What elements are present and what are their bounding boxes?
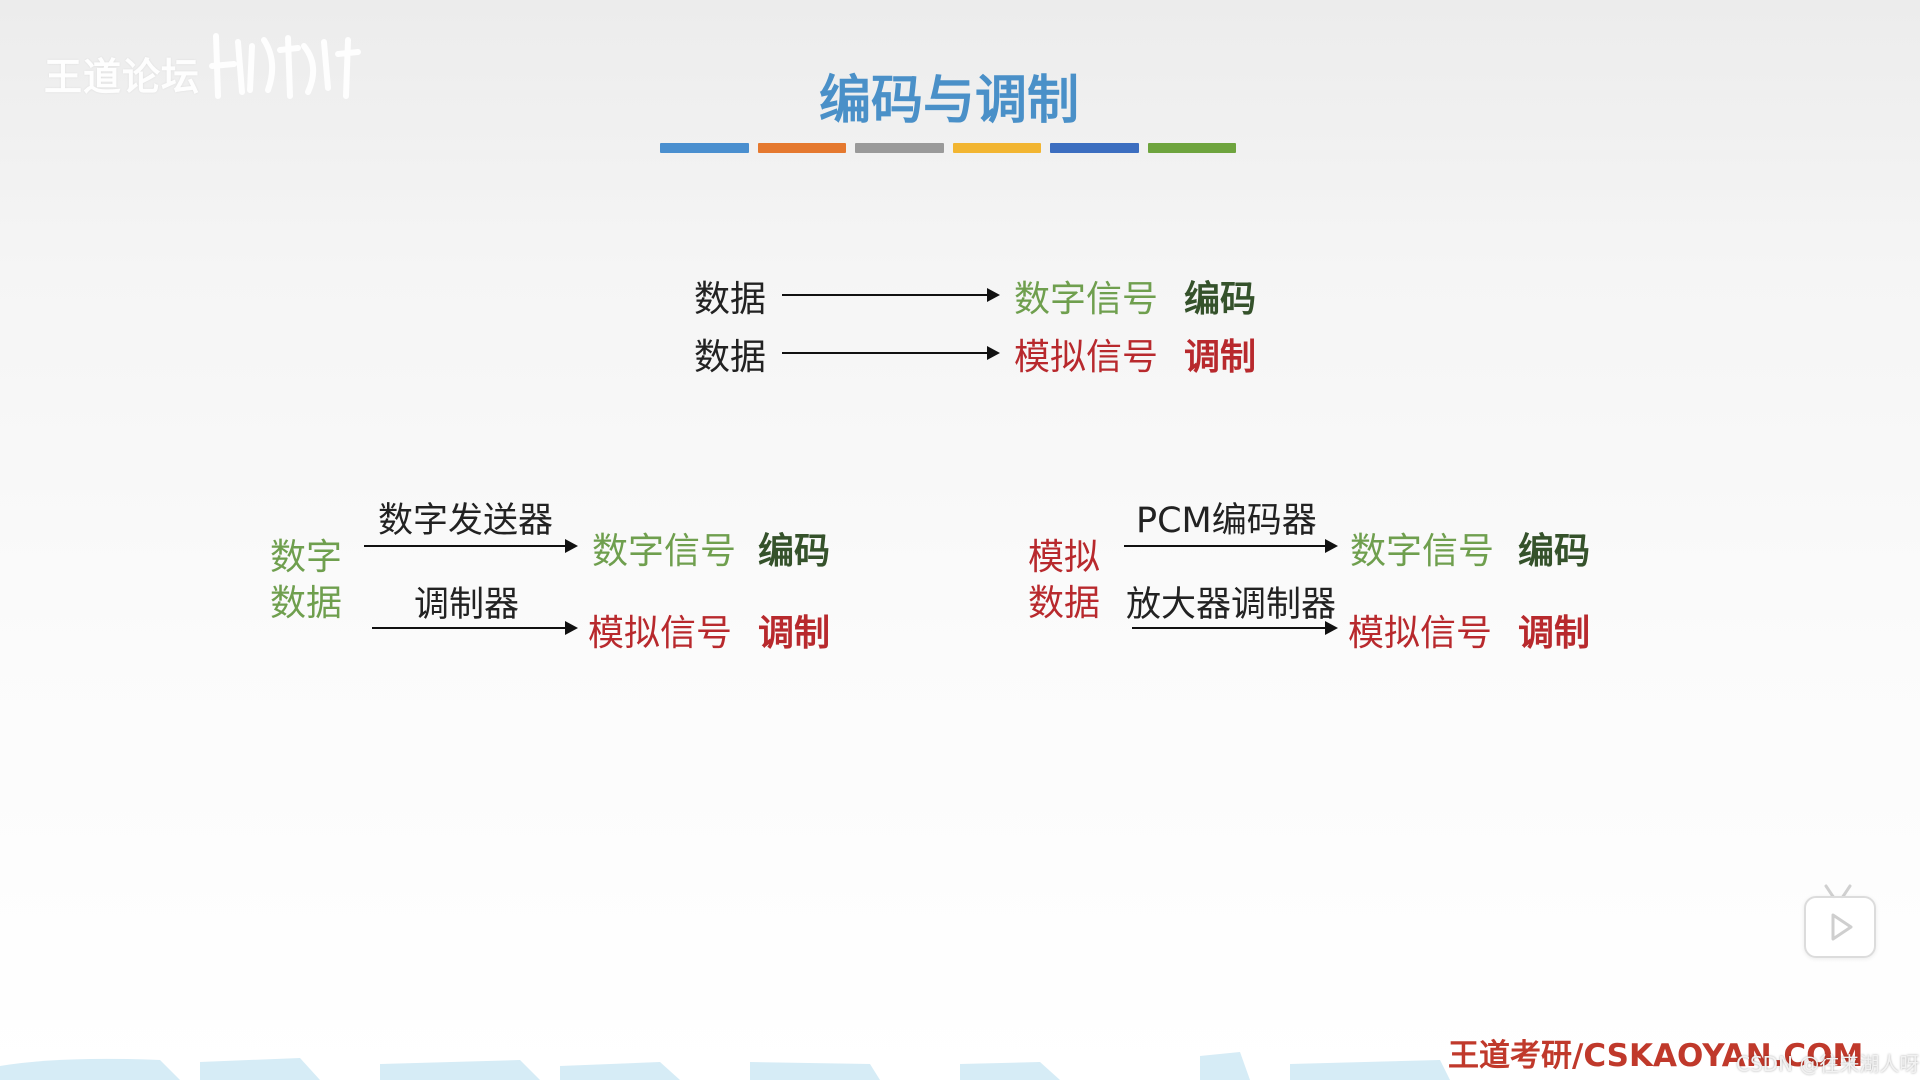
- title-bar-3: [952, 143, 1041, 153]
- title-underline-bars: [660, 143, 1236, 153]
- watermark-logo: 王道论坛: [44, 55, 201, 99]
- title-bar-1: [757, 143, 846, 153]
- left-row1-method: 编码: [758, 531, 831, 572]
- right-source-line1: 模拟: [1028, 537, 1101, 578]
- right-row1-signal: 数字信号: [1350, 531, 1495, 572]
- left-source-line2: 数据: [270, 583, 343, 624]
- bottom-decor-strip: [0, 1052, 1450, 1080]
- left-row2-arrow: [372, 621, 578, 635]
- watermark-scribble: [209, 33, 361, 99]
- page-title: 编码与调制: [818, 71, 1079, 131]
- top-row1-method: 编码: [1184, 279, 1257, 320]
- left-row1-signal: 数字信号: [592, 531, 737, 572]
- top-row2-arrow: [782, 346, 1000, 360]
- csdn-credit: CSDN @往来湖人呀: [1736, 1052, 1920, 1076]
- play-button[interactable]: [1804, 896, 1876, 958]
- right-row2-device: 放大器调制器: [1126, 585, 1337, 625]
- title-bar-4: [1050, 143, 1139, 153]
- left-source-line1: 数字: [270, 537, 343, 578]
- left-row1-device: 数字发送器: [378, 501, 554, 541]
- top-row1-arrow: [782, 288, 1000, 302]
- title-bar-5: [1147, 143, 1236, 153]
- footer-brand: 王道考研/CSKAOYAN.COM: [1448, 1038, 1864, 1074]
- play-icon: [1831, 913, 1853, 941]
- right-row1-arrow: [1124, 539, 1338, 553]
- top-row2-signal: 模拟信号: [1014, 337, 1159, 378]
- right-row2-arrow: [1132, 621, 1338, 635]
- title-bar-2: [855, 143, 944, 153]
- right-row1-method: 编码: [1518, 531, 1591, 572]
- right-row1-device: PCM编码器: [1136, 501, 1317, 541]
- top-row1-signal: 数字信号: [1014, 279, 1159, 320]
- left-row2-method: 调制: [758, 613, 831, 654]
- top-row1-source: 数据: [694, 279, 767, 320]
- left-row2-device: 调制器: [414, 585, 520, 625]
- top-row2-source: 数据: [694, 337, 767, 378]
- right-source-line2: 数据: [1028, 583, 1101, 624]
- right-row2-method: 调制: [1518, 613, 1591, 654]
- title-bar-0: [660, 143, 749, 153]
- top-row2-method: 调制: [1184, 337, 1257, 378]
- right-row2-signal: 模拟信号: [1348, 613, 1493, 654]
- left-row2-signal: 模拟信号: [588, 613, 733, 654]
- left-row1-arrow: [364, 539, 578, 553]
